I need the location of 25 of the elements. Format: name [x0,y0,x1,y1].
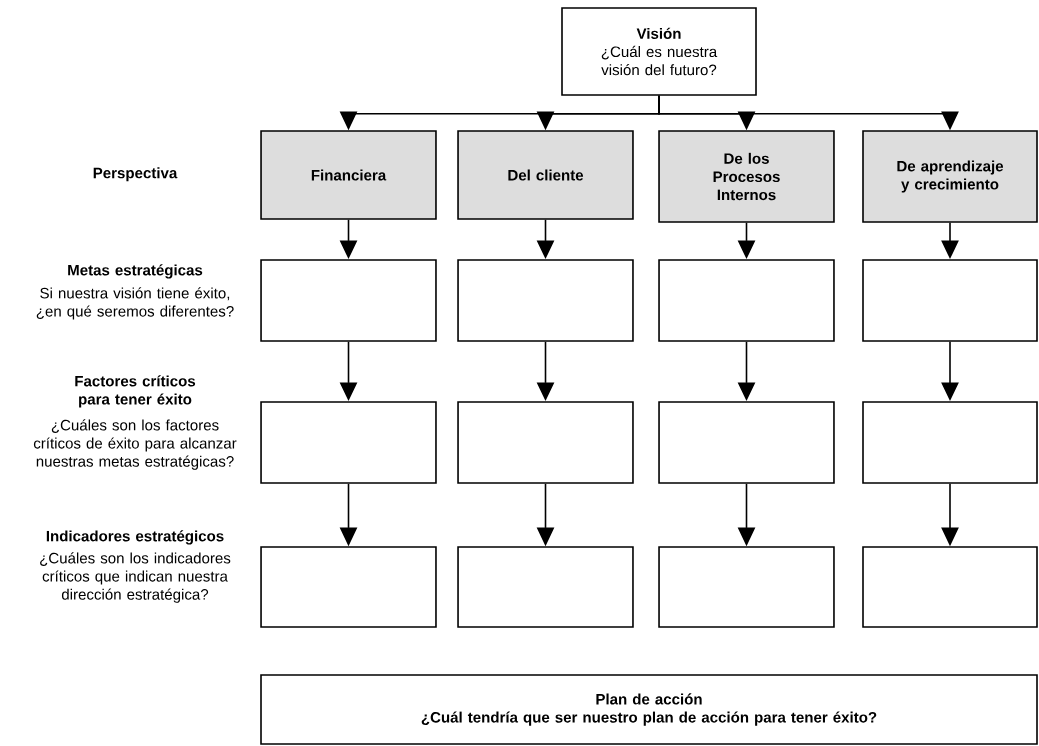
empty-box [862,546,1038,628]
empty-box [658,546,835,628]
empty-box [457,259,634,342]
row-heading: Factores críticos para tener éxito [75,375,196,408]
empty-box [658,401,835,484]
vision-box: Visión ¿Cuál es nuestra visión del futuro? [561,7,757,96]
perspective-box: Financiera [260,130,437,220]
empty-box [260,546,437,628]
empty-box [260,401,437,484]
empty-box [457,546,634,628]
row-heading: Metas estratégicas [68,264,203,279]
empty-box [457,401,634,484]
empty-box [862,259,1038,342]
empty-box [260,259,437,342]
empty-box [862,401,1038,484]
perspective-box: De los Procesos Internos [658,130,835,223]
row-question: ¿Cuáles son los indicadores críticos que indican nuestra dirección estratégica? [40,552,231,603]
row-heading: Indicadores estratégicos [46,530,224,545]
row-question: Si nuestra visión tiene éxito, ¿en qué seremos diferentes? [36,287,234,320]
row-heading: Perspectiva [93,167,178,182]
perspective-box: Del cliente [457,130,634,220]
empty-box [658,259,835,342]
perspective-box: De aprendizaje y crecimiento [862,130,1038,223]
row-question: ¿Cuáles son los factores críticos de éxito para alcanzar nuestras metas estratégicas? [33,419,237,470]
plan-box: Plan de acción ¿Cuál tendría que ser nuestro plan de acción para tener éxito? [260,674,1038,745]
